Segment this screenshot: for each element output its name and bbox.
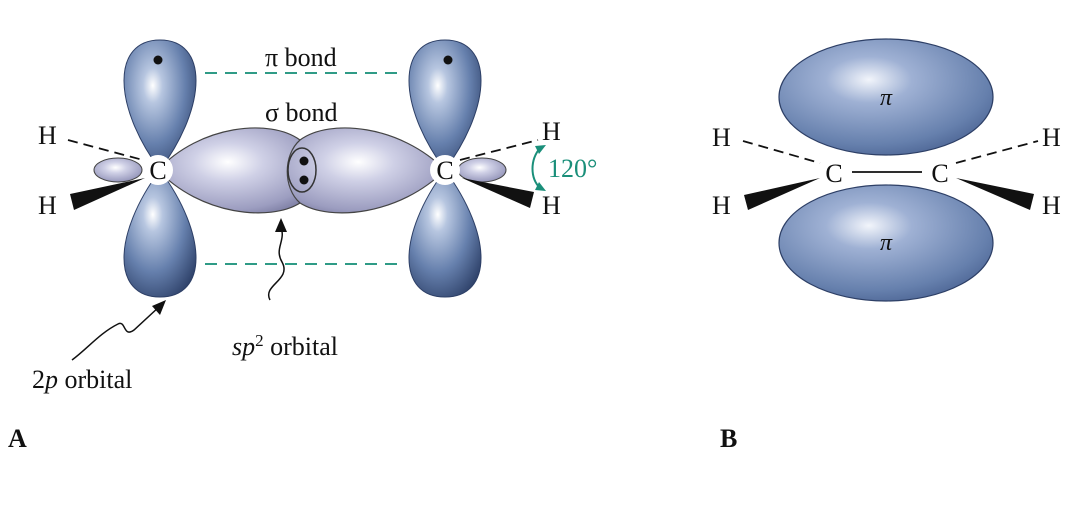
p-orbital-label: 2p orbital [32, 365, 132, 394]
left-hydrogen-top: H [38, 121, 57, 150]
left-p-electron [153, 55, 163, 65]
right-sp2-sigma-lobe [286, 127, 446, 214]
pi-bond-label: π bond [265, 43, 337, 72]
p-pointer-line [71, 305, 161, 361]
b-left-hydrogen-bottom: H [712, 191, 731, 220]
sigma-overlap-region [287, 147, 317, 193]
panel-b-label: B [720, 424, 737, 453]
right-carbon-label: C [436, 156, 453, 185]
sp2-pointer-head [275, 218, 287, 232]
left-small-sp2-lobe [93, 157, 143, 183]
angle-arrow-head-top [535, 145, 546, 154]
pi-top-label: π [880, 85, 893, 111]
sigma-electron-top [299, 156, 309, 166]
right-hydrogen-bottom: H [542, 191, 561, 220]
pi-cloud-bottom [778, 184, 994, 302]
p-pointer-head [152, 300, 166, 315]
left-dashed-bond [67, 139, 144, 161]
angle-label: 120° [548, 154, 597, 183]
b-left-hydrogen-top: H [712, 123, 731, 152]
sigma-bond-label: σ bond [265, 98, 338, 127]
b-left-carbon-label: C [825, 159, 842, 188]
panel-a-label: A [8, 424, 27, 453]
sigma-electron-bottom [299, 175, 309, 185]
panel-b: π π C C H H H H B [712, 38, 1061, 453]
panel-a: C C H H H H 120° π bond σ bond sp2 orbit… [8, 39, 597, 453]
right-small-sp2-lobe [457, 157, 507, 183]
right-carbon-atom [430, 155, 460, 185]
left-wedge-bond [70, 178, 145, 210]
b-left-wedge-bond [744, 178, 820, 210]
left-p-orbital-lower-lobe [123, 169, 197, 298]
left-p-orbital-upper-lobe [123, 39, 197, 171]
sp2-orbital-label: sp2 orbital [232, 331, 338, 362]
right-p-orbital-upper-lobe [408, 39, 482, 171]
b-right-hydrogen-bottom: H [1042, 191, 1061, 220]
left-carbon-label: C [149, 156, 166, 185]
b-right-wedge-bond [956, 178, 1034, 210]
angle-arrow-head-bottom [535, 182, 546, 191]
right-dashed-bond [459, 139, 539, 161]
b-right-hydrogen-top: H [1042, 123, 1061, 152]
b-right-carbon-label: C [931, 159, 948, 188]
left-hydrogen-bottom: H [38, 191, 57, 220]
right-p-orbital-lower-lobe [408, 169, 482, 298]
right-p-electron [443, 55, 453, 65]
b-left-dashed-bond [742, 140, 821, 164]
pi-cloud-top [778, 38, 994, 156]
b-right-dashed-bond [955, 140, 1039, 164]
right-hydrogen-top: H [542, 117, 561, 146]
pi-bottom-label: π [880, 230, 893, 256]
angle-arrow [531, 147, 541, 189]
sp2-pointer-line [267, 225, 285, 301]
right-wedge-bond [462, 178, 534, 208]
left-carbon-atom [143, 155, 173, 185]
